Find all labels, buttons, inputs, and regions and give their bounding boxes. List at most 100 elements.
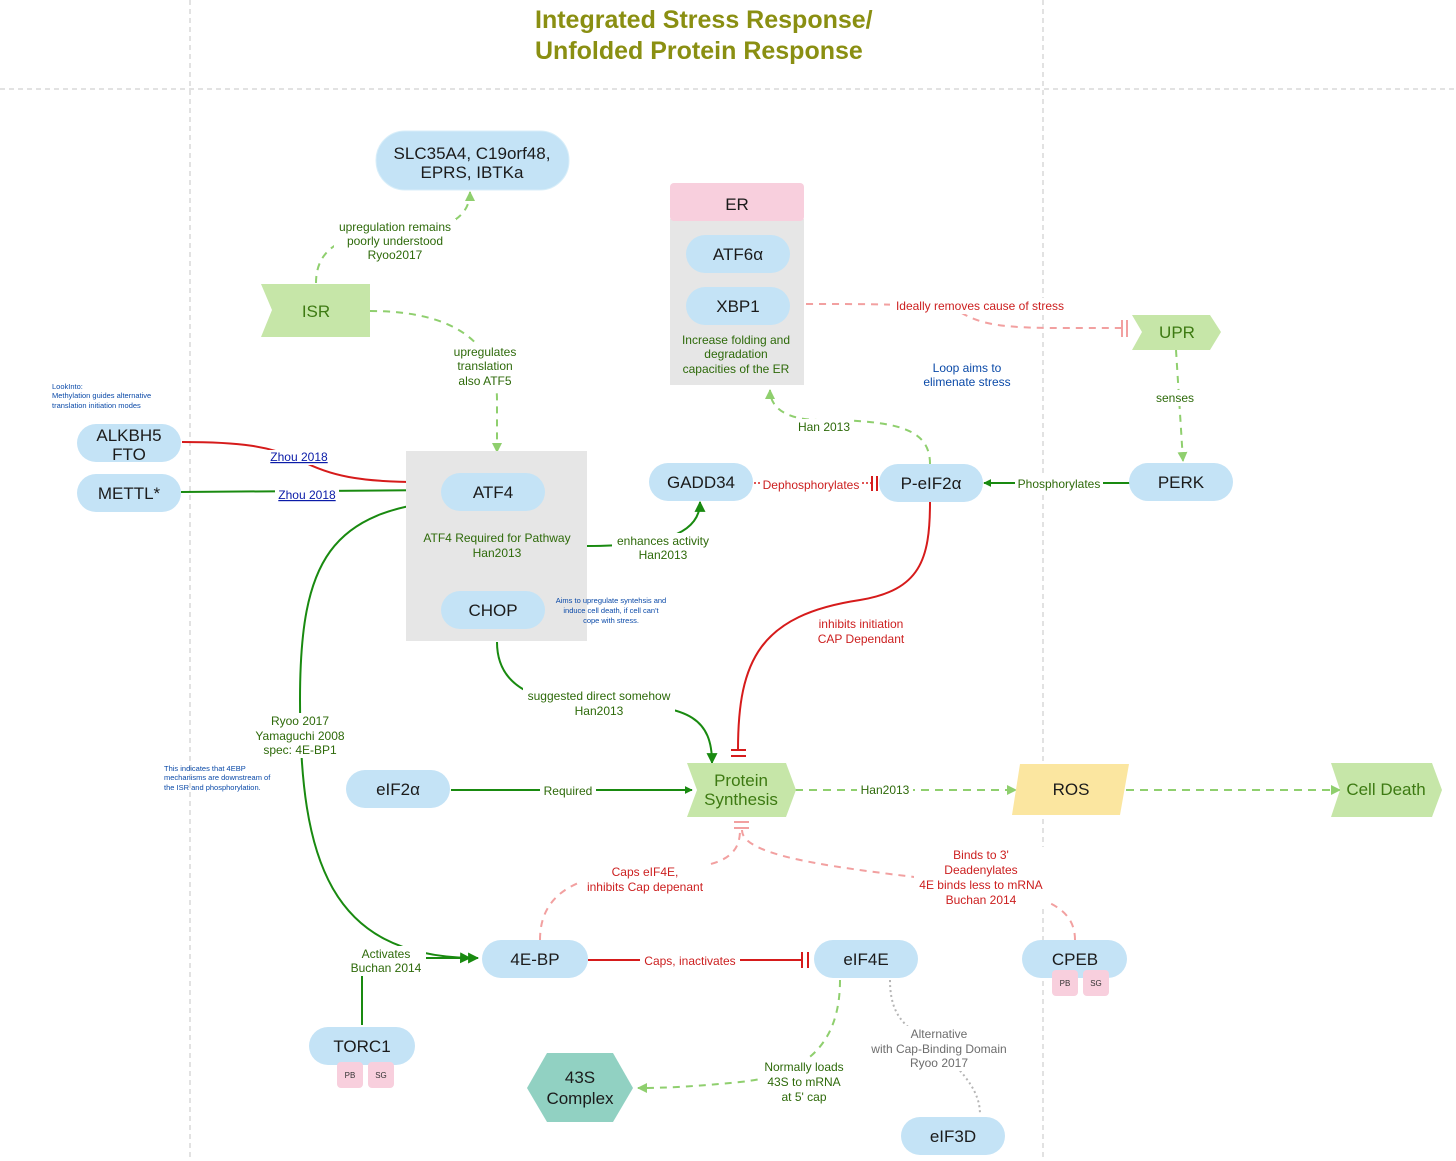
label-senses: senses [1152, 390, 1198, 406]
label-ryoo-line-2: Yamaguchi 2008 [255, 729, 345, 743]
note-4ebp-line-2: mechanisms are downstream of [164, 773, 271, 782]
node-cell-death-label: Cell Death [1346, 780, 1425, 799]
node-cell-death[interactable]: Cell Death [1331, 763, 1442, 817]
node-isr-label: ISR [302, 302, 330, 321]
note-lookinto: LookInto: Methylation guides alternative… [52, 382, 151, 410]
node-43s-line-1: 43S [565, 1068, 595, 1087]
node-gadd34[interactable]: GADD34 [649, 463, 753, 501]
label-normally-line-1: Normally loads [764, 1060, 843, 1074]
node-isr[interactable]: ISR [261, 284, 370, 337]
label-required: Required [540, 783, 596, 799]
note-lookinto-line-2: Methylation guides alternative [52, 391, 151, 400]
node-upr-label: UPR [1159, 323, 1195, 342]
node-4e-bp-label: 4E-BP [510, 950, 559, 969]
node-protein-synthesis[interactable]: Protein Synthesis [687, 763, 796, 817]
label-zhou-1[interactable]: Zhou 2018 [267, 450, 331, 465]
label-alternative-line-3: Ryoo 2017 [910, 1056, 968, 1070]
edge-labels: upregulation remains poorly understood R… [252, 219, 1198, 1104]
label-zhou-2-link[interactable]: Zhou 2018 [278, 488, 336, 502]
node-upr[interactable]: UPR [1132, 315, 1221, 350]
edge-atf4-4ebp [298, 499, 472, 964]
label-phos-text: Phosphorylates [1018, 477, 1101, 491]
label-senses-text: senses [1156, 391, 1194, 405]
node-slc35a4-line-1: SLC35A4, C19orf48, [394, 144, 551, 163]
node-p-eif2a-label: P-eIF2α [901, 474, 962, 493]
label-zhou-1-link[interactable]: Zhou 2018 [270, 450, 328, 464]
label-ideally: Ideally removes cause of stress [890, 298, 1070, 314]
node-atf6a[interactable]: ATF6α [686, 235, 790, 273]
label-activates-line-1: Activates [362, 947, 411, 961]
node-alkbh5-line-1: ALKBH5 [96, 426, 161, 445]
node-atf4-box[interactable]: ATF4 ATF4 Required for Pathway Han2013 C… [406, 451, 587, 641]
er-note-line-2: degradation [704, 347, 767, 361]
label-upregulation-line-2: poorly understood [347, 234, 443, 248]
node-eif3d-label: eIF3D [930, 1127, 976, 1146]
label-caps-eif4e-line-1: Caps eIF4E, [612, 865, 679, 879]
node-perk[interactable]: PERK [1129, 463, 1233, 501]
torc1-badge-pb: PB [337, 1062, 363, 1088]
atf4-note-line-1: ATF4 Required for Pathway [423, 531, 570, 545]
label-required-text: Required [544, 784, 593, 798]
node-xbp1-label: XBP1 [716, 297, 759, 316]
node-xbp1[interactable]: XBP1 [686, 287, 790, 325]
er-note-line-3: capacities of the ER [683, 362, 790, 376]
node-alkbh5-fto[interactable]: ALKBH5 FTO [77, 424, 181, 464]
label-caps-inact: Caps, inactivates [640, 953, 740, 969]
label-inhibits-line-1: inhibits initiation [819, 617, 904, 631]
node-chop-label: CHOP [468, 601, 517, 620]
note-chop-line-2: induce cell death, if cell can't [563, 606, 659, 615]
node-alkbh5-line-2: FTO [112, 445, 146, 464]
label-caps-eif4e: Caps eIF4E, inhibits Cap depenant [582, 864, 708, 894]
node-mettl[interactable]: METTL* [77, 474, 181, 512]
label-alternative-line-2: with Cap-Binding Domain [870, 1042, 1006, 1056]
label-ideally-text: Ideally removes cause of stress [896, 299, 1064, 313]
label-suggested-line-2: Han2013 [575, 704, 624, 718]
label-binds-line-4: Buchan 2014 [946, 893, 1017, 907]
notes: LookInto: Methylation guides alternative… [52, 382, 666, 792]
node-43s-line-2: Complex [546, 1089, 614, 1108]
label-ryoo-line-3: spec: 4E-BP1 [263, 743, 337, 757]
label-han2013-ros-text: Han2013 [861, 783, 910, 797]
note-chop-line-3: cope with stress. [583, 616, 639, 625]
note-chop: Aims to upregulate syntehsis and induce … [556, 596, 666, 625]
node-gadd34-label: GADD34 [667, 473, 735, 492]
node-eif3d[interactable]: eIF3D [901, 1117, 1005, 1155]
label-binds-line-2: Deadenylates [944, 863, 1017, 877]
node-eif4e[interactable]: eIF4E [814, 940, 918, 978]
node-eif2a-label: eIF2α [376, 780, 420, 799]
node-er-box[interactable]: ER ATF6α XBP1 Increase folding and degra… [670, 183, 804, 385]
label-binds-line-1: Binds to 3' [953, 848, 1009, 862]
label-enhances: enhances activity Han2013 [612, 533, 714, 563]
label-zhou-2[interactable]: Zhou 2018 [275, 488, 339, 503]
node-eif2a[interactable]: eIF2α [346, 770, 450, 808]
node-er-header: ER [725, 195, 749, 214]
nodes: SLC35A4, C19orf48, EPRS, IBTKa ER ATF6α … [77, 130, 1442, 1155]
node-slc35a4[interactable]: SLC35A4, C19orf48, EPRS, IBTKa [375, 130, 570, 191]
label-upregulation-line-1: upregulation remains [339, 220, 451, 234]
title-line-2: Unfolded Protein Response [535, 37, 863, 65]
label-dephos-text: Dephosphorylates [763, 478, 860, 492]
label-inhibits-line-2: CAP Dependant [818, 632, 905, 646]
node-p-eif2a[interactable]: P-eIF2α [879, 464, 983, 502]
label-normally: Normally loads 43S to mRNA at 5' cap [758, 1059, 850, 1104]
node-slc35a4-line-2: EPRS, IBTKa [421, 163, 525, 182]
torc1-badge-sg-label: SG [375, 1071, 387, 1080]
label-enhances-line-1: enhances activity [617, 534, 709, 548]
node-4e-bp[interactable]: 4E-BP [482, 940, 588, 978]
er-note-line-1: Increase folding and [682, 333, 790, 347]
diagram-title: Integrated Stress Response/ Unfolded Pro… [535, 6, 873, 65]
label-suggested-line-1: suggested direct somehow [528, 689, 671, 703]
label-normally-line-3: at 5' cap [782, 1090, 827, 1104]
node-chop[interactable]: CHOP [441, 591, 545, 629]
node-ros[interactable]: ROS [1012, 764, 1129, 815]
node-atf4-label: ATF4 [473, 483, 513, 502]
node-cpeb[interactable]: CPEB PB SG [1022, 940, 1127, 996]
node-43s-complex[interactable]: 43S Complex [527, 1053, 633, 1122]
node-torc1[interactable]: TORC1 PB SG [309, 1027, 415, 1088]
node-atf4[interactable]: ATF4 [441, 473, 545, 511]
node-ros-label: ROS [1053, 780, 1090, 799]
label-caps-inact-text: Caps, inactivates [644, 954, 735, 968]
node-protein-synthesis-line-2: Synthesis [704, 790, 778, 809]
label-loop-line-2: elimenate stress [923, 375, 1010, 389]
